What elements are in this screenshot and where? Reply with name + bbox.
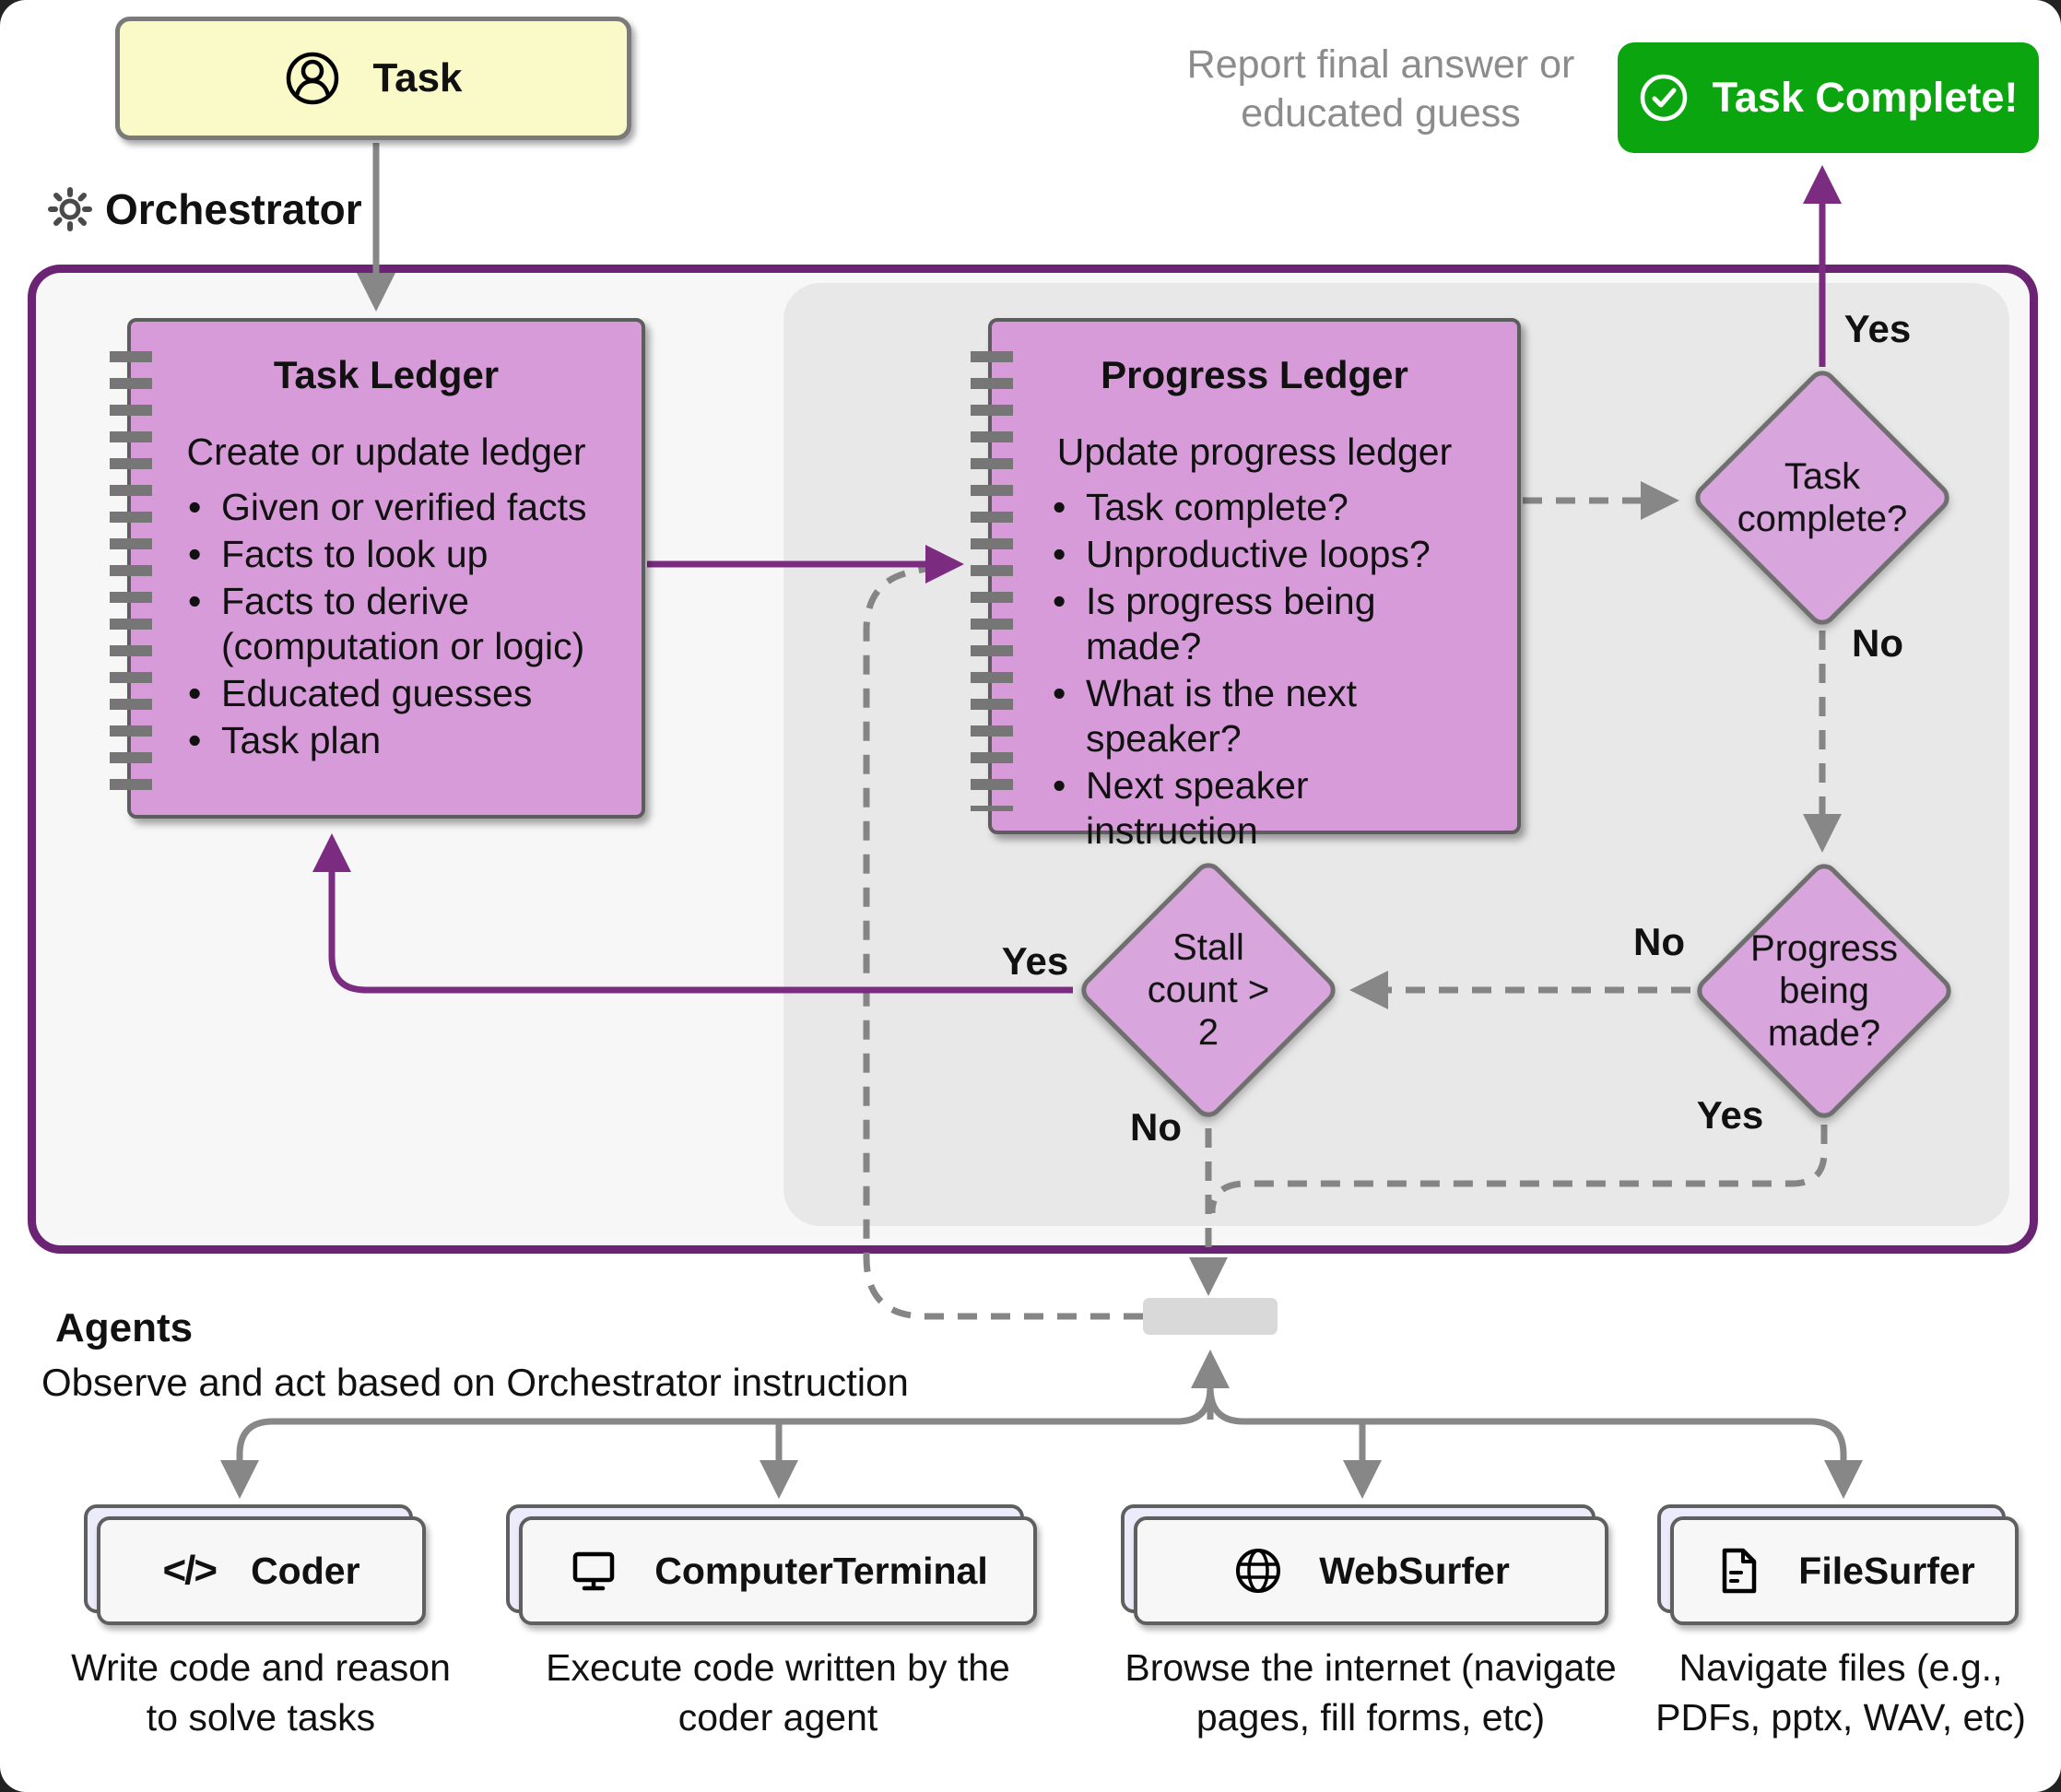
report-note-line2: educated guess (1241, 91, 1521, 136)
decision-stall-label: Stall count > 2 (1147, 927, 1270, 1053)
agent-card-websurfer: WebSurfer (1134, 1516, 1608, 1625)
progress-ledger-item: Unproductive loops? (1043, 532, 1490, 577)
progress-ledger-item: Task complete? (1043, 485, 1490, 530)
agent-name: FileSurfer (1798, 1549, 1975, 1592)
progress-ledger-title: Progress Ledger (1101, 353, 1408, 396)
progress-ledger-list: Task complete? Unproductive loops? Is pr… (992, 485, 1517, 854)
agent-description-filesurfer: Navigate files (e.g., PDFs, pptx, WAV, e… (1655, 1646, 2026, 1739)
task-ledger-subtitle: Create or update ledger (186, 430, 586, 473)
stall-no-label: No (1130, 1105, 1182, 1149)
task-ledger-item: Given or verified facts (179, 485, 607, 530)
ledger-spiral (110, 351, 152, 797)
agents-section-title: Agents (55, 1305, 194, 1350)
agents-connector-node (1143, 1298, 1278, 1335)
ledger-spiral (971, 351, 1013, 811)
task-node: Task (115, 17, 631, 140)
agents-section-subtitle: Observe and act based on Orchestrator in… (41, 1361, 909, 1404)
task-ledger-list: Given or verified facts Facts to look up… (131, 485, 642, 763)
agent-description-coder: Write code and reason to solve tasks (71, 1646, 451, 1739)
agent-name: Coder (251, 1549, 360, 1592)
agent-card-filesurfer: FileSurfer (1670, 1516, 2019, 1625)
agent-name: WebSurfer (1319, 1549, 1510, 1592)
file-icon (1723, 1548, 1757, 1594)
report-note: Report final answer or educated guess (1157, 41, 1605, 138)
decision-progress-label: Progress being made? (1749, 928, 1899, 1054)
progress-no-label: No (1633, 920, 1685, 963)
task-ledger-item: Facts to derive (computation or logic) (179, 579, 607, 669)
report-note-line1: Report final answer or (1186, 42, 1575, 87)
code-icon: </> (162, 1548, 218, 1593)
stall-yes-label: Yes (1001, 939, 1069, 983)
agent-card-computerterminal: ComputerTerminal (519, 1516, 1037, 1625)
task-ledger-box: Task Ledger Create or update ledger Give… (110, 318, 645, 819)
globe-icon (1236, 1549, 1281, 1593)
progress-ledger-item: Next speaker instruction (1043, 763, 1490, 854)
agents-trunk-right (1207, 1386, 1863, 1499)
taskcomplete-yes-label: Yes (1843, 307, 1912, 350)
task-ledger-item: Task plan (179, 718, 607, 763)
task-complete-button: Task Complete! (1618, 42, 2039, 153)
agent-name: ComputerTerminal (654, 1549, 988, 1592)
agent-card-coder: </> Coder (97, 1516, 426, 1625)
orchestrator-label: Orchestrator (105, 185, 362, 233)
task-label: Task (372, 55, 463, 100)
progress-ledger-box: Progress Ledger Update progress ledger T… (971, 318, 1521, 852)
task-ledger-item: Educated guesses (179, 671, 607, 716)
taskcomplete-no-label: No (1852, 621, 1903, 665)
orchestrator-heading: Orchestrator (46, 184, 362, 234)
agent-description-websurfer: Browse the internet (navigate pages, fil… (1125, 1646, 1617, 1739)
decision-task-complete-label: Task complete? (1737, 456, 1908, 539)
progress-ledger-subtitle: Update progress ledger (1056, 430, 1453, 473)
task-ledger-title: Task Ledger (273, 353, 500, 396)
agent-description-computerterminal: Execute code written by the coder agent (546, 1646, 1010, 1739)
progress-yes-label: Yes (1696, 1093, 1764, 1137)
gear-icon (48, 187, 92, 231)
progress-ledger-item: What is the next speaker? (1043, 671, 1490, 761)
task-complete-label: Task Complete! (1712, 74, 2019, 121)
progress-ledger-item: Is progress being made? (1043, 579, 1490, 669)
check-circle-icon (1640, 74, 1687, 122)
user-icon (287, 52, 339, 105)
task-ledger-item: Facts to look up (179, 532, 607, 577)
monitor-icon (573, 1551, 615, 1591)
